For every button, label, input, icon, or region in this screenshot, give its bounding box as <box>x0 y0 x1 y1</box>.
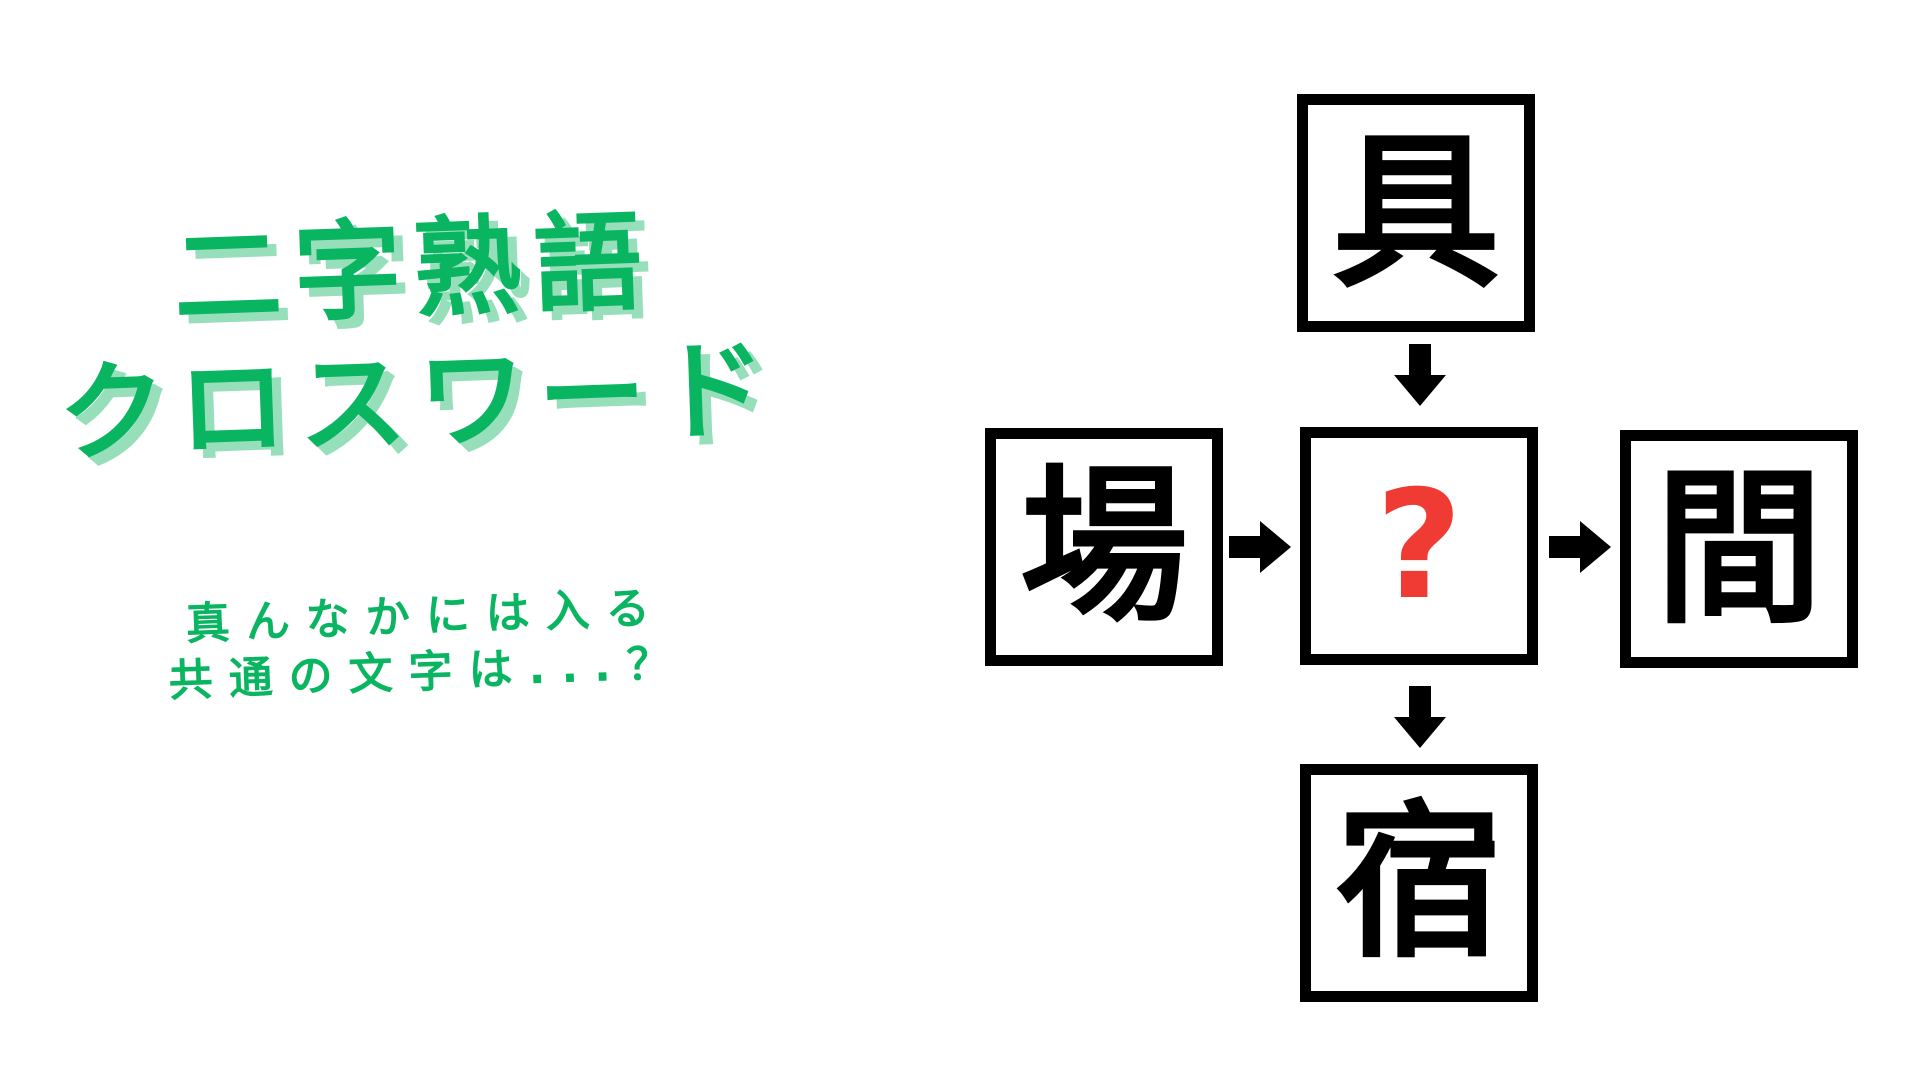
question-mark: ? <box>1375 459 1463 633</box>
puzzle-box-left: 場 <box>985 428 1223 666</box>
arrow-right-center-to-right-icon <box>1549 519 1611 575</box>
puzzle-box-bottom: 宿 <box>1300 764 1538 1002</box>
puzzle-box-top: 具 <box>1297 94 1535 332</box>
kanji-left: 場 <box>1020 449 1188 645</box>
kanji-right: 間 <box>1655 451 1823 647</box>
title-block: 二字熟語 クロスワード 真んなかには入る 共通の文字は...？ <box>22 192 819 715</box>
puzzle-box-right: 間 <box>1620 430 1858 668</box>
arrow-right-left-to-center-icon <box>1229 519 1291 575</box>
page-title-line2: クロスワード <box>56 327 781 478</box>
subtitle: 真んなかには入る 共通の文字は...？ <box>35 575 818 715</box>
arrow-down-center-to-bottom-icon <box>1392 686 1448 748</box>
kanji-top: 具 <box>1332 115 1500 311</box>
kanji-bottom: 宿 <box>1335 785 1503 981</box>
arrow-down-top-icon <box>1392 344 1448 406</box>
puzzle-box-center: ? <box>1300 427 1538 665</box>
